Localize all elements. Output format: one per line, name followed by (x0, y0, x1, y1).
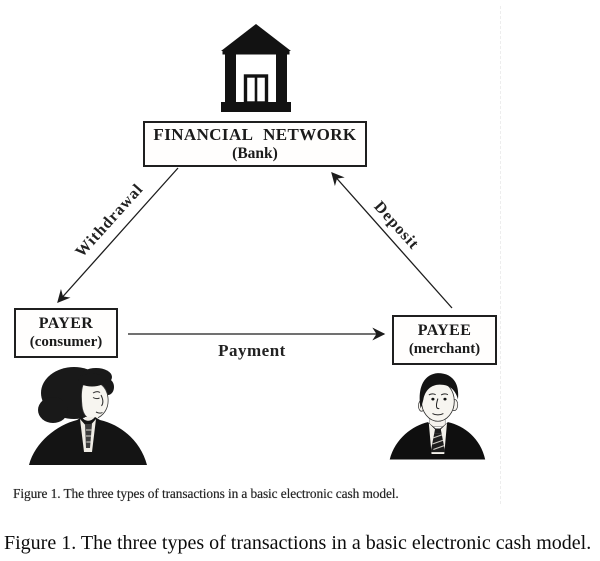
bank-building-icon (221, 24, 291, 112)
payer-subtitle: (consumer) (29, 333, 103, 350)
withdrawal-arrow (57, 167, 179, 303)
merchant-person-icon (389, 373, 486, 460)
financial-network-title: FINANCIAL NETWORK (153, 125, 357, 145)
payment-label: Payment (218, 341, 286, 360)
payee-title: PAYEE (417, 322, 472, 340)
deposit-arrow (331, 172, 453, 309)
scanned-figure-caption: Figure 1. The three types of transaction… (13, 486, 399, 501)
figure-caption: Figure 1. The three types of transaction… (4, 532, 592, 554)
financial-network-box: FINANCIAL NETWORK (Bank) (143, 121, 367, 167)
payer-title: PAYER (38, 315, 94, 333)
payer-box: PAYER (consumer) (14, 308, 118, 358)
financial-network-subtitle: (Bank) (232, 144, 278, 162)
consumer-person-icon (29, 367, 147, 465)
scan-artifact-line (500, 6, 501, 504)
payee-subtitle: (merchant) (408, 340, 481, 357)
payee-box: PAYEE (merchant) (392, 315, 497, 365)
